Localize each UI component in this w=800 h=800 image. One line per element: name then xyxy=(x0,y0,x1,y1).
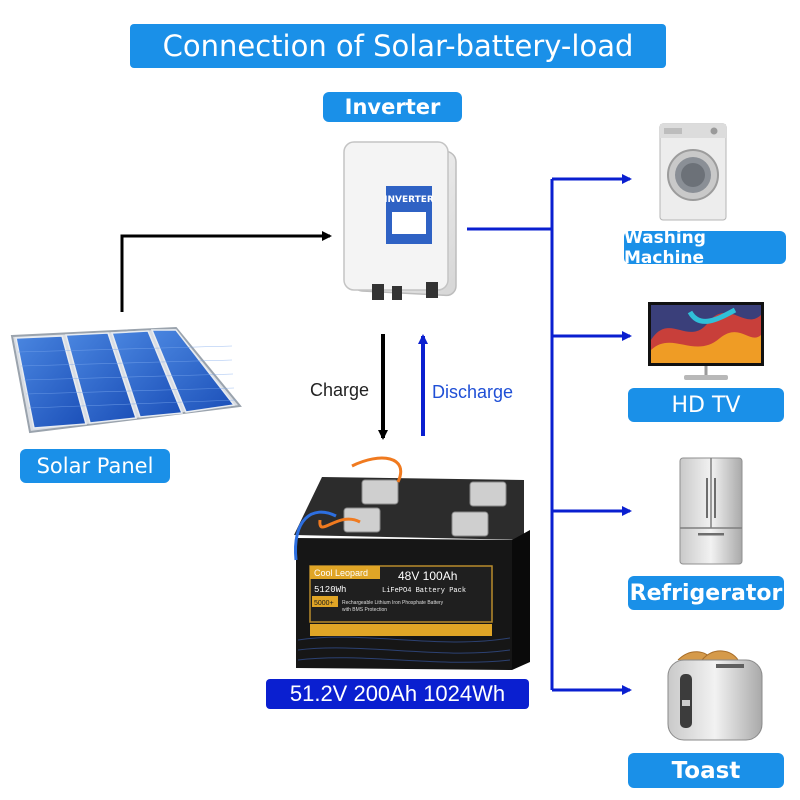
discharge-label: Discharge xyxy=(432,382,514,402)
battery-desc-line2: with BMS Protection xyxy=(342,607,387,613)
solar-panel-label: Solar Panel xyxy=(20,449,170,483)
battery-desc-line1: Rechargeable Lithium Iron Phosphate Batt… xyxy=(342,600,444,606)
diagram-title: Connection of Solar-battery-load xyxy=(130,24,666,68)
inverter-icon: INVERTER xyxy=(343,141,457,300)
washing-machine-icon xyxy=(659,123,727,221)
battery-brand: Cool Leopard xyxy=(314,568,368,578)
tv-label: HD TV xyxy=(628,388,784,422)
tv-icon xyxy=(648,302,764,380)
toaster-label: Toast xyxy=(628,753,784,788)
battery-energy: 5120Wh xyxy=(314,585,346,595)
battery-rating: 48V 100Ah xyxy=(398,569,457,583)
washing-machine-label: Washing Machine xyxy=(624,228,786,268)
battery-spec-label: 51.2V 200Ah 1024Wh xyxy=(266,679,529,709)
solar-to-inverter-arrow xyxy=(120,231,332,312)
inverter-label: Inverter xyxy=(323,92,462,122)
solar-panel-icon xyxy=(10,326,242,434)
refrigerator-label: Refrigerator xyxy=(628,576,784,610)
charge-label: Charge xyxy=(310,380,370,400)
refrigerator-icon xyxy=(679,457,743,565)
inverter-screen-text: INVERTER xyxy=(384,195,434,205)
toaster-icon xyxy=(667,650,763,741)
battery-cycles: 5000+ xyxy=(314,600,334,607)
battery-icon: Cool Leopard 48V 100Ah 5120Wh LiFePO4 Ba… xyxy=(294,456,530,670)
battery-type: LiFePO4 Battery Pack xyxy=(382,587,466,595)
distribution-lines xyxy=(467,174,632,695)
